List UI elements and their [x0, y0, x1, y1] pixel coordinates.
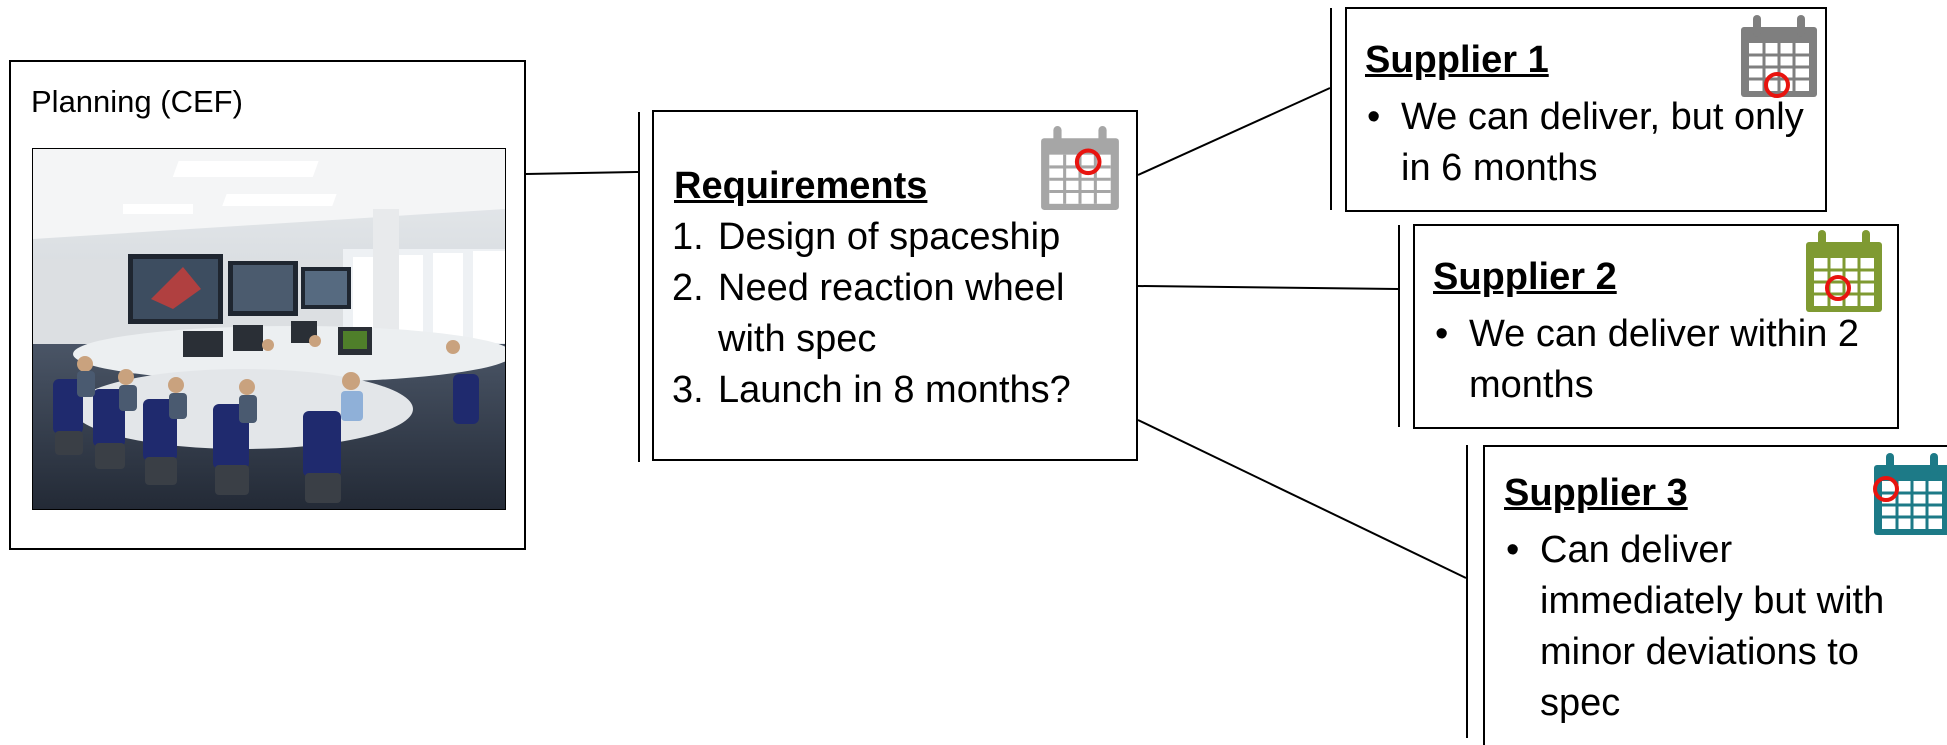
calendar-icon [1741, 15, 1817, 98]
list-number: 3. [672, 369, 704, 411]
list-number: 2. [672, 267, 704, 309]
supplier-3-left-bar [1466, 445, 1468, 738]
control-room-photo [32, 148, 506, 510]
planning-box: Planning (CEF) [9, 60, 526, 550]
connector-requirements-supplier-1 [1137, 87, 1331, 176]
date-marker-circle [1825, 275, 1851, 301]
connector-requirements-supplier-3 [1137, 419, 1467, 579]
requirements-left-bar [638, 112, 640, 462]
supplier-2-left-bar [1398, 225, 1400, 427]
supplier-3-bullets: Can deliver immediately but with minor d… [1504, 525, 1924, 729]
list-item: We can deliver within 2 months [1433, 309, 1893, 411]
planning-title: Planning (CEF) [31, 84, 243, 119]
supplier-2-title: Supplier 2 [1433, 256, 1617, 298]
calendar-icon [1873, 453, 1947, 535]
supplier-1-left-bar [1330, 8, 1332, 210]
list-item: We can deliver, but only in 6 months [1365, 92, 1805, 194]
list-item: 3. Launch in 8 months? [672, 365, 1108, 416]
requirements-list: 1. Design of spaceship 2. Need reaction … [672, 212, 1108, 416]
list-item: 1. Design of spaceship [672, 212, 1108, 263]
supplier-3-title: Supplier 3 [1504, 472, 1688, 514]
supplier-2-box: Supplier 2 We can deliver within 2 month… [1413, 224, 1899, 429]
supplier-1-title: Supplier 1 [1365, 39, 1549, 81]
date-marker-circle [1873, 476, 1899, 502]
supplier-1-box: Supplier 1 We can deliver, but only in 6… [1345, 7, 1827, 212]
connector-planning-requirements [525, 171, 639, 175]
date-marker-circle [1074, 148, 1102, 176]
supplier-1-bullets: We can deliver, but only in 6 months [1365, 92, 1805, 194]
calendar-icon [1041, 126, 1119, 210]
list-text: Design of spaceship [718, 216, 1061, 258]
supplier-2-bullets: We can deliver within 2 months [1433, 309, 1893, 411]
list-item: Can deliver immediately but with minor d… [1504, 525, 1924, 729]
list-text: Need reaction wheel with spec [718, 267, 1065, 360]
list-item: 2. Need reaction wheel with spec [672, 263, 1108, 365]
requirements-title: Requirements [674, 165, 928, 207]
date-marker-circle [1764, 72, 1790, 98]
supplier-3-box: Supplier 3 Can deliver immediately but w… [1483, 445, 1947, 745]
requirements-box: Requirements 1. Design of spaceship 2. N… [652, 110, 1138, 461]
calendar-icon [1806, 230, 1882, 312]
connector-requirements-supplier-2 [1137, 285, 1399, 290]
list-number: 1. [672, 216, 704, 258]
list-text: Launch in 8 months? [718, 369, 1071, 411]
